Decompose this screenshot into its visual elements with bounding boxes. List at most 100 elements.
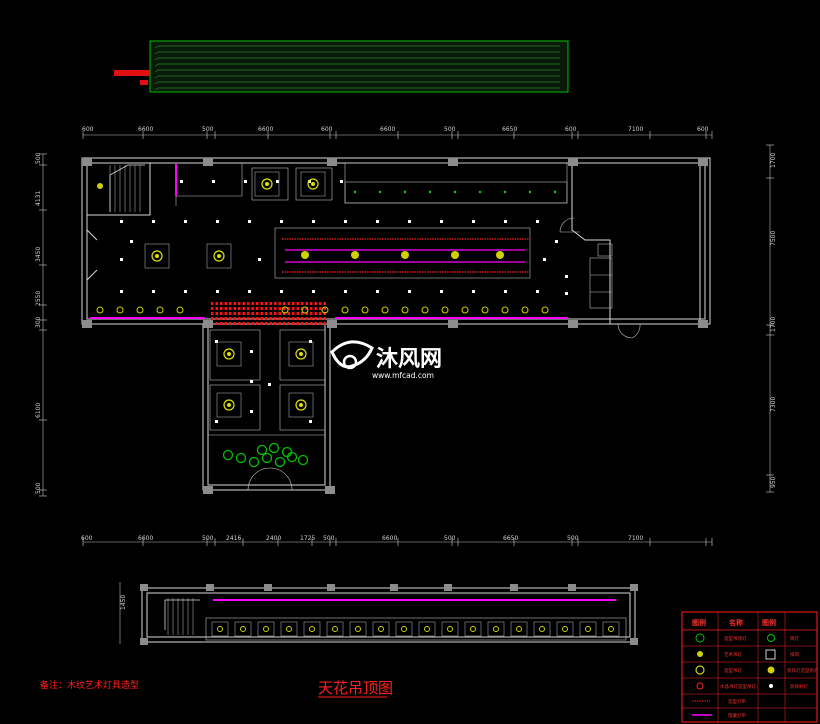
bottom-dimension-line: 600 6600 500 2416 2400 1725 500 6600 500…	[81, 535, 713, 546]
section-pendant	[493, 626, 499, 632]
crystal-light	[238, 302, 241, 305]
section-pendant	[355, 626, 361, 632]
crystal-light	[233, 302, 236, 305]
section-column	[264, 584, 272, 591]
decor-pendant	[451, 251, 459, 259]
crystal-light	[211, 312, 214, 315]
column	[568, 158, 578, 166]
seat-pendant	[501, 306, 509, 314]
legend-crystal-pendant-icon	[696, 682, 704, 690]
crystal-light	[310, 322, 313, 325]
crystal-light	[265, 312, 268, 315]
drawing-note: 备注：木纹艺术灯具造型	[40, 679, 139, 691]
dim-bottom-7: 500	[323, 535, 335, 542]
crystal-light	[247, 312, 250, 315]
crystal-light	[287, 312, 290, 315]
downlight	[268, 383, 271, 386]
downlight	[344, 290, 347, 293]
downlight	[216, 220, 219, 223]
seat-pendant	[96, 306, 104, 314]
section-pendant	[470, 626, 476, 632]
dim-bottom-1: 600	[81, 535, 93, 542]
crystal-light	[247, 317, 250, 320]
section-column	[140, 584, 148, 591]
section-booth	[395, 621, 413, 637]
booth-table	[206, 243, 232, 269]
decor-pendant	[301, 251, 309, 259]
section-booth	[372, 621, 390, 637]
seat-pendant	[541, 306, 549, 314]
small-light	[428, 190, 432, 194]
crystal-light	[296, 302, 299, 305]
crystal-light	[247, 302, 250, 305]
pendant-core	[227, 403, 231, 407]
seat-pendant	[381, 306, 389, 314]
legend-row-4-name: 水晶吊灯造型吊灯	[720, 683, 756, 690]
crystal-light	[229, 312, 232, 315]
dim-top-2: 6600	[138, 126, 153, 133]
legend-row-3-name2: 装饰灯造型吊灯	[787, 667, 819, 674]
section-booth	[234, 621, 252, 637]
downlight	[244, 180, 247, 183]
downlight	[250, 350, 253, 353]
downlight	[344, 220, 347, 223]
section-pendant	[401, 626, 407, 632]
crystal-light	[247, 307, 250, 310]
seat-pendant	[281, 306, 289, 314]
downlight	[536, 290, 539, 293]
crystal-light	[292, 322, 295, 325]
downlight	[152, 290, 155, 293]
dim-bottom-12: 7100	[628, 535, 643, 542]
section-pendant	[332, 626, 338, 632]
legend-row-5-name: 造型灯带	[728, 698, 746, 705]
downlight	[258, 258, 261, 261]
legend-row-1-name2: 筒灯	[790, 635, 799, 642]
section-booth	[556, 621, 574, 637]
green-ceiling-light	[268, 442, 280, 454]
downlight	[280, 290, 283, 293]
notes-text-line	[154, 63, 560, 67]
crystal-light	[247, 322, 250, 325]
dim-bottom-2: 6600	[138, 535, 153, 542]
legend-decor-pendant-icon	[767, 666, 775, 674]
section-booth	[602, 621, 620, 637]
pendant-light	[213, 250, 225, 262]
section-booth	[418, 621, 436, 637]
crystal-light	[238, 322, 241, 325]
dim-left-2: 4131	[35, 191, 42, 206]
legend-header-name: 名称	[729, 618, 743, 627]
green-ceiling-light	[248, 456, 260, 468]
legend-row-3-name: 造型吊灯	[724, 667, 742, 674]
crystal-light	[283, 317, 286, 320]
legend-row-2-name2: 排风	[790, 651, 799, 658]
small-light	[378, 190, 382, 194]
section-pendant	[286, 626, 292, 632]
legend-downlight-icon	[767, 634, 775, 642]
downlight	[215, 420, 218, 423]
crystal-light	[265, 307, 268, 310]
crystal-light	[283, 322, 286, 325]
crystal-light	[296, 312, 299, 315]
section-column	[140, 638, 148, 645]
section-pendant	[309, 626, 315, 632]
notes-box	[149, 40, 569, 93]
crystal-light	[220, 307, 223, 310]
crystal-light	[260, 312, 263, 315]
crystal-light	[274, 302, 277, 305]
crystal-light	[211, 317, 214, 320]
crystal-light	[233, 317, 236, 320]
decor-pendant	[496, 251, 504, 259]
section-pendant	[562, 626, 568, 632]
crystal-light	[251, 302, 254, 305]
section-booth	[464, 621, 482, 637]
column	[82, 320, 92, 328]
crystal-light	[305, 322, 308, 325]
crystal-light	[274, 307, 277, 310]
crystal-light	[323, 307, 326, 310]
crystal-light	[211, 307, 214, 310]
crystal-light	[260, 317, 263, 320]
watermark: 沐风网 www.mfcad.com	[330, 340, 442, 380]
legend-ceiling-light-icon	[695, 633, 705, 643]
seat-pendant	[481, 306, 489, 314]
dim-bottom-5: 2400	[266, 535, 281, 542]
